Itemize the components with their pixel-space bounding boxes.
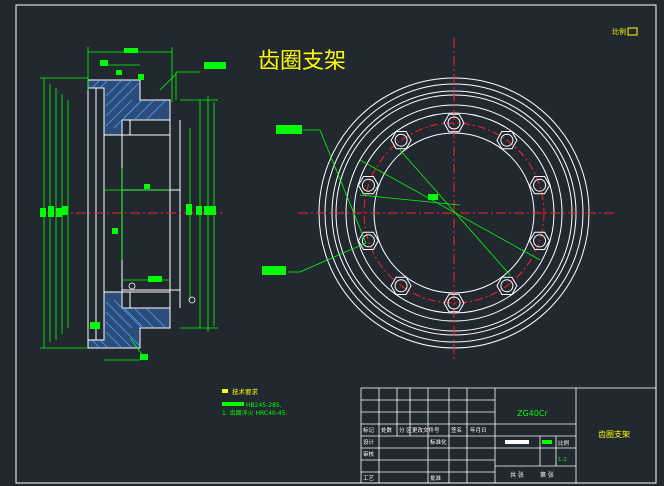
tb-col-mark: 标记	[363, 426, 375, 434]
bolt-hex-2	[496, 131, 518, 150]
notes-bullet	[222, 389, 228, 393]
bolt-hole-8	[361, 234, 375, 248]
section-view	[40, 47, 226, 361]
tb-col-date: 年月日	[470, 426, 487, 434]
title-block: ZG40Cr 齿圈支架 标记 处数 分 区 更改文件号 签名 年月日 设计 标准…	[360, 387, 657, 484]
bolt-hex-5	[496, 276, 518, 295]
tb-column-labels: 标记 处数 分 区 更改文件号 签名 年月日 设计 标准化 审核 工艺 批准 比…	[363, 426, 570, 482]
scale-note: 比例	[612, 27, 638, 36]
bolt-hole-5	[500, 279, 514, 293]
section-dim-tags	[40, 48, 226, 360]
tb-part-name: 齿圈支架	[598, 429, 630, 439]
notes-line1-mark	[222, 402, 244, 406]
bolt-hole-7	[394, 279, 408, 293]
front-leaders	[288, 129, 541, 276]
tb-sheet-count: 共 张	[510, 471, 524, 479]
bolt-hole-10	[394, 133, 408, 147]
notes-heading: 技术要求	[232, 387, 259, 396]
technical-notes: 技术要求 HB245-285, 1. 齿面淬火 HRC40-45.	[222, 387, 288, 417]
section-outline	[87, 87, 181, 341]
notes-line1: HB245-285,	[246, 402, 282, 409]
bolt-hole-4	[533, 234, 547, 248]
front-view	[262, 38, 616, 362]
bolt-hex-1	[443, 113, 465, 133]
drawing-title: 齿圈支架	[258, 49, 346, 74]
section-detail-marks	[128, 282, 196, 304]
bolt-hex-4	[529, 231, 551, 250]
drawing-frame	[15, 4, 657, 484]
bolt-hex-8	[357, 231, 379, 250]
tb-col-zone: 分 区	[399, 426, 412, 434]
bolt-hole-2	[500, 133, 514, 147]
tb-row-process: 工艺	[363, 475, 375, 482]
bolt-hole-3	[533, 178, 547, 192]
tb-sheet-no: 第 张	[540, 471, 554, 479]
hatch-lines	[91, 79, 167, 349]
bolt-hex-6	[443, 293, 465, 313]
tb-std-label: 标准化	[430, 438, 447, 446]
notes-line2: 1. 齿面淬火 HRC40-45.	[222, 409, 288, 417]
bolt-hole-1	[447, 116, 461, 130]
bolt-hex-7	[390, 276, 412, 295]
bolt-hex-9	[357, 176, 379, 195]
tb-col-docno: 更改文件号	[412, 426, 440, 434]
bolt-hole-6	[447, 296, 461, 310]
tb-col-sign: 签名	[451, 426, 462, 434]
front-callout-tags	[262, 125, 438, 275]
tb-marks	[505, 440, 552, 444]
bolt-holes	[357, 113, 551, 313]
tb-scale-label: 比例	[558, 439, 570, 447]
scale-note-label: 比例	[612, 27, 626, 36]
tb-material: ZG40Cr	[517, 409, 548, 418]
title-block-grid	[360, 387, 657, 484]
bolt-hex-10	[390, 131, 412, 150]
scale-note-box	[627, 27, 638, 36]
tb-row-review: 审核	[363, 450, 375, 458]
bolt-hole-9	[361, 178, 375, 192]
tb-col-count: 处数	[381, 426, 393, 434]
bolt-hex-3	[529, 176, 551, 195]
tb-row-design: 设计	[363, 438, 375, 446]
tb-approve-label: 批准	[430, 474, 442, 482]
tb-scale: 1:2	[558, 457, 567, 463]
